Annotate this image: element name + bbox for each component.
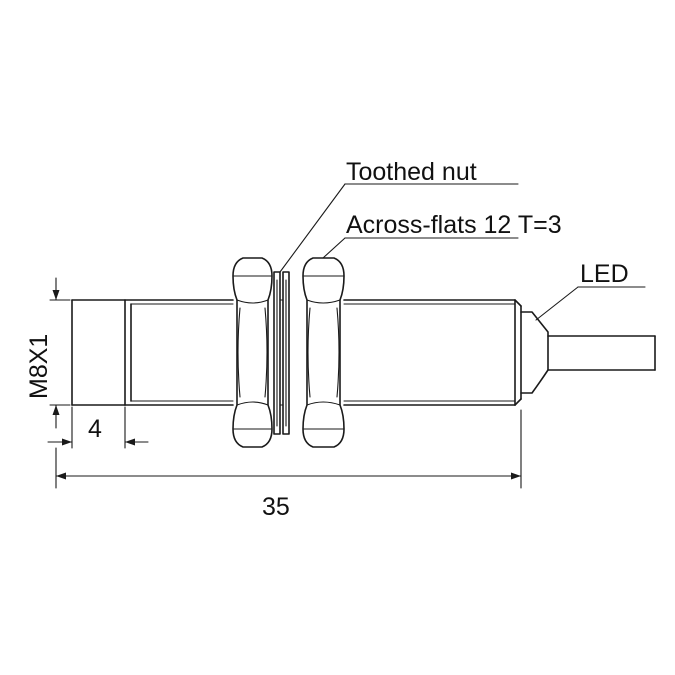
dimension-thread [49, 277, 71, 429]
dimension-35 [55, 409, 522, 489]
leader-led [535, 286, 646, 321]
dimension-4 [47, 406, 149, 449]
leader-across-flats [322, 237, 519, 259]
left-nut [232, 257, 273, 448]
label-led: LED [580, 260, 629, 288]
label-thread: M8X1 [25, 334, 53, 399]
label-dim-35: 35 [262, 493, 290, 521]
right-nut [302, 257, 345, 448]
toothed-washer [273, 271, 290, 435]
label-across-flats: Across-flats 12 T=3 [346, 211, 562, 239]
label-toothed-nut: Toothed nut [346, 158, 477, 186]
sensor-body [71, 299, 656, 406]
label-dim-4: 4 [88, 415, 102, 443]
leader-toothed-nut [279, 183, 519, 273]
